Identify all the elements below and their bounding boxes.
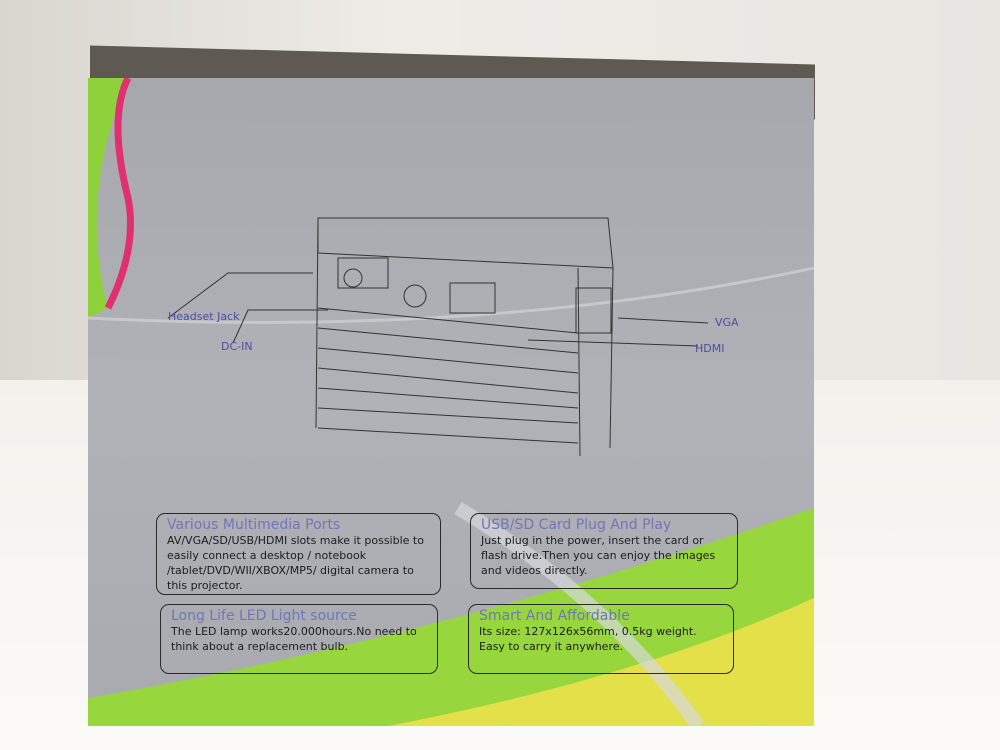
feature-text: AV/VGA/SD/USB/HDMI slots make it possibl… (167, 534, 424, 592)
feature-text: The LED lamp works20.000hours.No need to… (171, 625, 417, 653)
feature-card: Smart And Affordable Its size: 127x126x5… (468, 604, 734, 674)
feature-text: Just plug in the power, insert the card … (481, 534, 716, 577)
feature-title: Smart And Affordable (479, 608, 630, 624)
projector-drawing (167, 217, 709, 457)
box-artwork (88, 78, 814, 726)
label-dc-in: DC-IN (221, 340, 253, 353)
label-headset-jack: Headset Jack (168, 310, 240, 323)
feature-title: Long Life LED Light source (171, 608, 357, 624)
projector-box: Headset Jack DC-IN VGA HDMI Various Mult… (88, 78, 814, 726)
feature-text: Its size: 127x126x56mm, 0.5kg weight. Ea… (479, 625, 697, 653)
label-vga: VGA (715, 316, 739, 329)
feature-card: Long Life LED Light source The LED lamp … (160, 604, 438, 674)
feature-card: USB/SD Card Plug And Play Just plug in t… (470, 513, 738, 589)
label-hdmi: HDMI (695, 342, 725, 355)
feature-card: Various Multimedia Ports AV/VGA/SD/USB/H… (156, 513, 441, 595)
feature-title: USB/SD Card Plug And Play (481, 517, 672, 533)
feature-title: Various Multimedia Ports (167, 517, 341, 533)
